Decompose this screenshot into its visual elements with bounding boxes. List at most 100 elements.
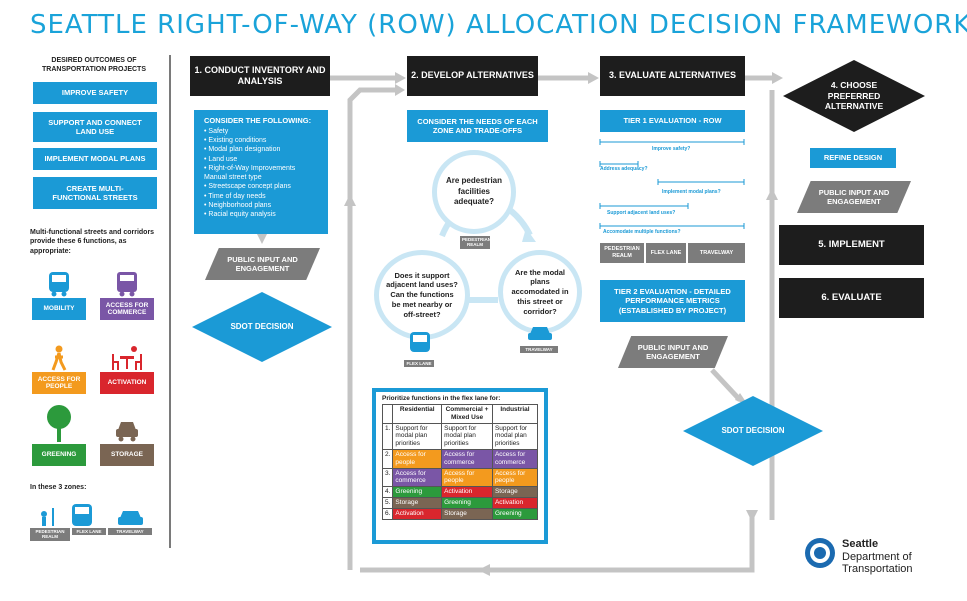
consider-item: Streetscape concept plans — [204, 182, 318, 191]
function-greening: GREENING — [32, 404, 86, 466]
table-cell: Access for commerce — [441, 448, 493, 469]
step1-consider-list: Safety Existing conditions Modal plan de… — [204, 127, 318, 219]
zone-tag-flex-lane: FLEX LANE — [404, 360, 434, 368]
outcomes-heading: DESIRED OUTCOMES OF TRANSPORTATION PROJE… — [42, 57, 146, 74]
consider-item: Neighborhood plans — [204, 201, 318, 210]
consider-item: Racial equity analysis — [204, 210, 318, 219]
step1-header: 1. CONDUCT INVENTORY AND ANALYSIS — [190, 56, 330, 96]
step3-header: 3. EVALUATE ALTERNATIVES — [600, 56, 745, 96]
function-label: ACTIVATION — [100, 372, 154, 394]
outcome-modal-plans: IMPLEMENT MODAL PLANS — [33, 148, 157, 170]
circle-question: Are pedestrian facilities adequate? — [445, 176, 503, 207]
sdot-logo-icon — [805, 538, 835, 568]
logo-line2: Department of — [842, 550, 912, 563]
table-cell: Support for modal plan priorities — [392, 422, 443, 450]
consider-item: Time of day needs — [204, 192, 318, 201]
consider-item: Modal plan designation — [204, 145, 318, 154]
functions-heading: Multi-functional streets and corridors p… — [30, 229, 155, 255]
row-number: 6. — [381, 507, 394, 520]
tier1-zone-pedestrian: PEDESTRIAN REALM — [600, 243, 644, 263]
table-cell: Storage — [491, 486, 539, 498]
col-header: Industrial — [491, 404, 539, 424]
function-label: STORAGE — [100, 444, 154, 466]
function-label: MOBILITY — [32, 298, 86, 320]
table-cell: Access for people — [392, 448, 443, 469]
tier1-question: Implement modal plans? — [662, 189, 721, 195]
circle-travelway: Are the modal plans accomodated in this … — [498, 250, 582, 334]
consider-item: Safety — [204, 127, 318, 136]
refine-design: REFINE DESIGN — [810, 148, 896, 168]
consider-item: Land use — [204, 155, 318, 164]
outcome-multifunctional: CREATE MULTI-FUNCTIONAL STREETS — [33, 177, 157, 209]
table-cell: Access for commerce — [491, 448, 539, 469]
function-label: ACCESS FOR PEOPLE — [32, 372, 86, 394]
table-cell: Access for commerce — [392, 467, 443, 488]
function-label: GREENING — [32, 444, 86, 466]
function-activation: ACTIVATION — [100, 344, 154, 394]
zone-travelway: TRAVELWAY — [108, 528, 152, 536]
zones-illustration — [41, 504, 143, 526]
row-number: 3. — [381, 467, 394, 488]
cafe-seating-icon — [112, 346, 142, 370]
zones-heading: In these 3 zones: — [30, 484, 87, 491]
table-cell: Activation — [441, 486, 493, 498]
table-cell: Greening — [491, 507, 539, 520]
sdot-logo-text: Seattle Department of Transportation — [842, 538, 913, 576]
step1-public-input: PUBLIC INPUT AND ENGAGEMENT — [205, 248, 320, 280]
tree-icon — [47, 405, 71, 442]
truck-icon — [117, 272, 137, 297]
table-cell: Greening — [441, 496, 493, 509]
pedestrian-icon — [51, 345, 67, 371]
step2-header: 2. DEVELOP ALTERNATIVES — [407, 56, 538, 96]
bus-icon — [410, 332, 430, 352]
step3-public-input: PUBLIC INPUT AND ENGAGEMENT — [618, 336, 728, 368]
step1-consider-heading: CONSIDER THE FOLLOWING: — [204, 116, 312, 125]
step1-consider-box: CONSIDER THE FOLLOWING: Safety Existing … — [194, 110, 328, 234]
circle-question: Does it support adjacent land uses? Can … — [386, 270, 458, 319]
row-number: 5. — [381, 496, 394, 509]
outcome-land-use: SUPPORT AND CONNECT LAND USE — [33, 112, 157, 142]
row-number: 1. — [381, 422, 394, 450]
zone-pedestrian-realm: PEDESTRIAN REALM — [30, 528, 70, 541]
priority-table-heading: Prioritize functions in the flex lane fo… — [382, 395, 501, 402]
consider-item: Right-of-Way Improvements Manual street … — [204, 164, 318, 182]
step5-implement: 5. IMPLEMENT — [779, 225, 924, 265]
bus-icon — [49, 272, 69, 297]
table-cell: Activation — [392, 507, 443, 520]
circle-flex-lane: Does it support adjacent land uses? Can … — [374, 250, 470, 340]
parked-car-icon — [116, 422, 138, 442]
step4-public-input: PUBLIC INPUT AND ENGAGEMENT — [797, 181, 911, 213]
tier1-scale-bars — [599, 139, 745, 229]
table-cell: Access for people — [441, 467, 493, 488]
tier2-evaluation: TIER 2 EVALUATION - DETAILED PERFORMANCE… — [600, 280, 745, 322]
tier1-question: Accomodate multiple functions? — [603, 229, 681, 235]
circle-pedestrian: Are pedestrian facilities adequate? — [432, 150, 516, 234]
tier1-question: Support adjacent land uses? — [607, 210, 676, 216]
table-cell: Support for modal plan priorities — [491, 422, 539, 450]
table-cell: Greening — [392, 486, 443, 498]
function-storage: STORAGE — [100, 416, 154, 466]
tier1-question: Address adequacy? — [600, 166, 648, 172]
tier1-evaluation: TIER 1 EVALUATION - ROW — [600, 110, 745, 132]
zone-tag-pedestrian: PEDESTRIAN REALM — [460, 236, 492, 249]
table-cell: Support for modal plan priorities — [441, 422, 493, 450]
step2-consider-box: CONSIDER THE NEEDS OF EACH ZONE AND TRAD… — [407, 110, 548, 142]
tier1-zone-flex-lane: FLEX LANE — [646, 243, 686, 263]
tier1-question: Improve safety? — [652, 146, 691, 152]
table-cell: Storage — [441, 507, 493, 520]
function-access-people: ACCESS FOR PEOPLE — [32, 344, 86, 394]
function-mobility: MOBILITY — [32, 270, 86, 320]
flex-lane-priority-box: Prioritize functions in the flex lane fo… — [372, 388, 548, 544]
tier1-zone-travelway: TRAVELWAY — [688, 243, 745, 263]
zone-flex-lane: FLEX LANE — [72, 528, 106, 536]
function-access-commerce: ACCESS FOR COMMERCE — [100, 270, 154, 320]
col-header: Commercial + Mixed Use — [441, 404, 493, 424]
car-icon — [528, 327, 552, 340]
circle-question: Are the modal plans accomodated in this … — [511, 267, 569, 316]
table-cell: Storage — [392, 496, 443, 509]
